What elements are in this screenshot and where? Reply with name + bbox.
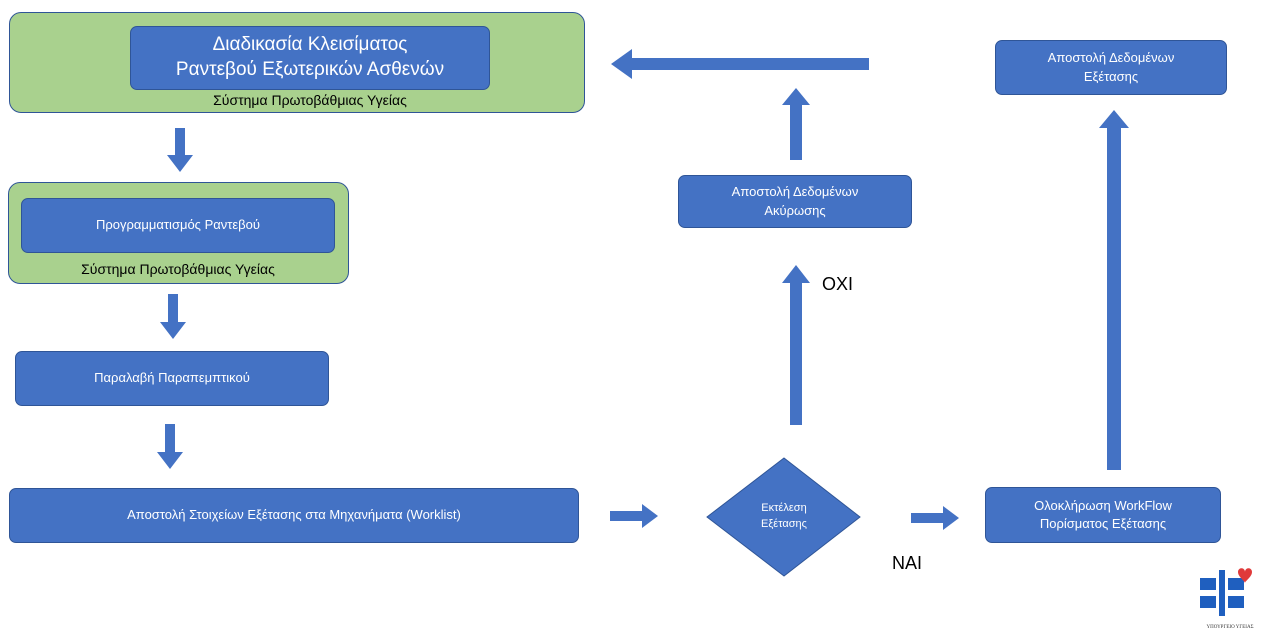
no-label: ΟΧΙ [822, 274, 854, 294]
ministry-of-health-logo-icon [1200, 568, 1252, 616]
ministry-logo-caption: ΥΠΟΥΡΓΕΙΟ ΥΓΕΙΑΣ [1206, 625, 1254, 630]
execution-line1: Εκτέλεση [761, 502, 807, 515]
arrow-left-return [611, 49, 869, 79]
cancel-data-box[interactable]: Αποστολή Δεδομένων Ακύρωσης [678, 175, 912, 228]
arrow-up-exam [1099, 110, 1129, 470]
cancel-data-line2: Ακύρωσης [764, 202, 826, 218]
exam-data-box[interactable]: Αποστολή Δεδομένων Εξέτασης [995, 40, 1227, 95]
closing-process-line1: Διαδικασία Κλεισίματος [212, 34, 408, 56]
arrow-right-2 [911, 506, 959, 530]
arrow-down-2 [160, 294, 186, 339]
execution-decision[interactable]: Εκτέλεση Εξέτασης [740, 497, 828, 537]
primary-care-system-label-top: Σύστημα Πρωτοβάθμιας Υγείας [213, 92, 407, 108]
exam-data-line2: Εξέτασης [1083, 68, 1139, 84]
workflow-line2: Πορίσματος Εξέτασης [1039, 516, 1167, 531]
referral-label: Παραλαβή Παραπεμπτικού [94, 370, 250, 386]
arrow-down-1 [167, 128, 193, 172]
ministry-logo: ΥΠΟΥΡΓΕΙΟ ΥΓΕΙΑΣ [1200, 568, 1260, 630]
closing-process-line2: Ραντεβού Εξωτερικών Ασθενών [175, 59, 445, 80]
arrow-down-3 [157, 424, 183, 469]
workflow-box[interactable]: Ολοκλήρωση WorkFlow Πορίσματος Εξέτασης [985, 487, 1221, 543]
execution-line2: Εξέτασης [761, 518, 807, 530]
yes-label: ΝΑΙ [892, 553, 923, 573]
exam-data-line1: Αποστολή Δεδομένων [1047, 50, 1175, 66]
closing-process-box[interactable]: Διαδικασία Κλεισίματος Ραντεβού Εξωτερικ… [130, 26, 490, 90]
arrow-right-1 [610, 504, 658, 528]
primary-care-system-label-scheduling: Σύστημα Πρωτοβάθμιας Υγείας [81, 261, 275, 277]
referral-box[interactable]: Παραλαβή Παραπεμπτικού [15, 351, 329, 406]
worklist-box[interactable]: Αποστολή Στοιχείων Εξέτασης στα Μηχανήμα… [9, 488, 579, 543]
arrow-up-no [782, 265, 810, 425]
decision-diamond-shape [706, 457, 861, 577]
arrow-up-cancel [782, 88, 810, 160]
cancel-data-line1: Αποστολή Δεδομένων [731, 184, 859, 200]
workflow-line1: Ολοκλήρωση WorkFlow [1034, 497, 1172, 513]
scheduling-box[interactable]: Προγραμματισμός Ραντεβού [21, 198, 335, 253]
worklist-label: Αποστολή Στοιχείων Εξέτασης στα Μηχανήμα… [127, 507, 461, 523]
scheduling-label: Προγραμματισμός Ραντεβού [96, 217, 260, 233]
